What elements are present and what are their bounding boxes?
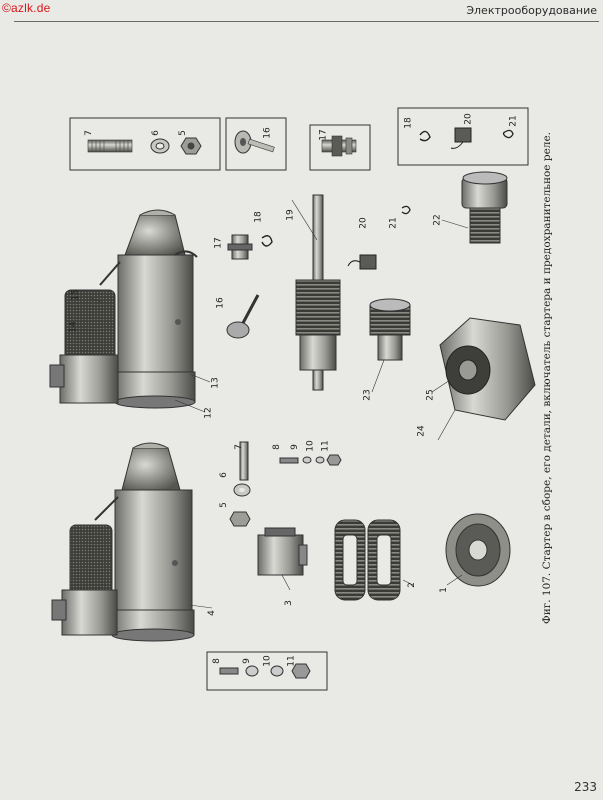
label-16: 16 xyxy=(215,297,226,309)
commutator-end-cover xyxy=(445,513,511,587)
inset-label-11: 11 xyxy=(286,655,297,667)
label-18: 18 xyxy=(253,211,264,223)
lower-starter-assembly xyxy=(51,442,195,642)
inset-box-e xyxy=(206,651,328,691)
upper-starter-assembly xyxy=(49,209,198,409)
inset-label-16: 16 xyxy=(262,127,273,139)
label-3: 3 xyxy=(283,600,294,606)
inset-box-d xyxy=(397,107,529,166)
label-1: 1 xyxy=(438,587,449,593)
label-21: 21 xyxy=(388,217,399,229)
label-11: 11 xyxy=(320,440,331,452)
label-20: 20 xyxy=(358,217,369,229)
inset-label-5: 5 xyxy=(177,130,188,136)
label-6: 6 xyxy=(218,472,229,478)
field-coils xyxy=(334,519,401,601)
figure-caption-container: Фиг. 107. Стартер в сборе, его детали, в… xyxy=(540,131,560,624)
label-25: 25 xyxy=(425,389,436,401)
drive-end-cover xyxy=(439,317,536,421)
label-9: 9 xyxy=(289,444,300,450)
label-5: 5 xyxy=(218,502,229,508)
inset-label-17: 17 xyxy=(318,129,329,141)
label-10: 10 xyxy=(305,440,316,452)
label-4: 4 xyxy=(206,610,217,616)
relay xyxy=(257,527,308,576)
inset-e-parts xyxy=(219,663,311,679)
label-13: 13 xyxy=(210,377,221,389)
label-19: 19 xyxy=(285,209,296,221)
label-17: 17 xyxy=(213,237,224,249)
header-rule xyxy=(14,21,599,22)
inset-label-20: 20 xyxy=(463,113,474,125)
label-2: 2 xyxy=(406,582,417,588)
brush-parts xyxy=(347,205,411,270)
inset-a-parts xyxy=(87,137,202,155)
inset-label-10: 10 xyxy=(262,655,273,667)
label-7: 7 xyxy=(233,444,244,450)
label-23: 23 xyxy=(362,389,373,401)
label-22: 22 xyxy=(432,214,443,226)
inset-label-9: 9 xyxy=(241,658,252,664)
inset-label-18: 18 xyxy=(403,117,414,129)
inset-label-6: 6 xyxy=(150,130,161,136)
label-14: 14 xyxy=(68,321,79,333)
armature xyxy=(295,194,341,391)
inset-label-21: 21 xyxy=(508,115,519,127)
inset-label-8: 8 xyxy=(211,658,222,664)
drive-gear xyxy=(461,171,508,244)
page-number: 233 xyxy=(574,780,597,794)
leader-lines xyxy=(82,199,469,609)
small-parts-upper xyxy=(226,234,273,339)
inset-c-part xyxy=(321,135,357,157)
label-12: 12 xyxy=(203,407,214,419)
label-15: 15 xyxy=(70,289,81,301)
inset-box-c xyxy=(309,124,371,171)
watermark: ©azlk.de xyxy=(2,1,51,15)
inset-b-part xyxy=(234,130,275,154)
inset-d-parts xyxy=(419,127,514,149)
inset-label-7: 7 xyxy=(83,130,94,136)
loose-fasteners xyxy=(229,441,342,527)
figure-caption: Фиг. 107. Стартер в сборе, его детали, в… xyxy=(541,131,553,624)
label-8: 8 xyxy=(271,444,282,450)
inset-box-b xyxy=(225,117,287,171)
section-title: Электрооборудование xyxy=(466,4,597,17)
pinion xyxy=(369,298,411,361)
label-24: 24 xyxy=(416,425,427,437)
inset-box-a xyxy=(69,117,221,171)
